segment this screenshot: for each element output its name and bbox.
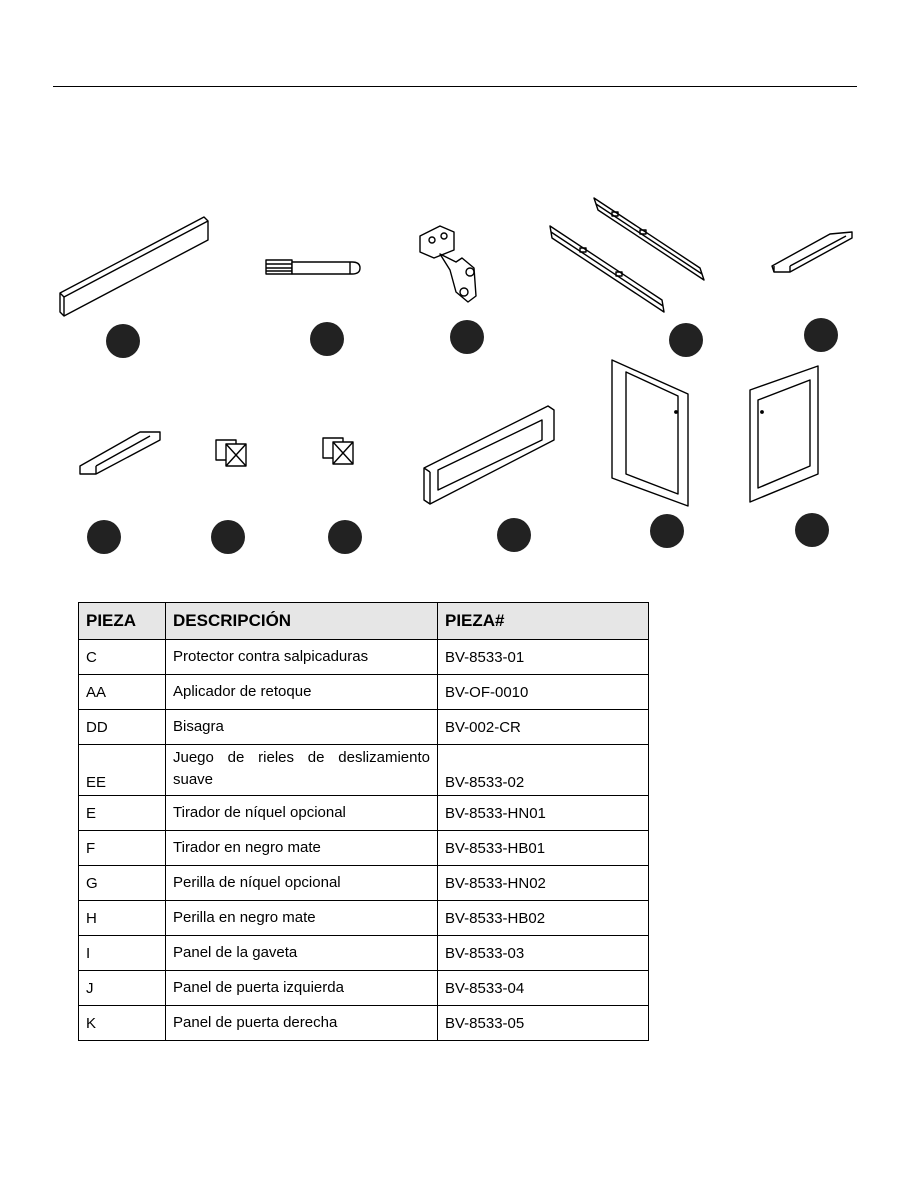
left-door-panel-icon — [611, 359, 689, 507]
cell-code: G — [78, 865, 166, 901]
table-row: K Panel de puerta derecha BV-8533-05 — [78, 1005, 649, 1041]
slide-rails-icon — [549, 197, 705, 313]
header-rule — [53, 86, 857, 87]
cell-description: Tirador en negro mate — [165, 830, 438, 866]
cell-description: Perilla en negro mate — [165, 900, 438, 936]
cell-description: Panel de la gaveta — [165, 935, 438, 971]
cell-part-number: BV-8533-HB02 — [437, 900, 649, 936]
parts-illustrations — [59, 197, 853, 554]
marker-g — [211, 520, 245, 554]
cell-part-number: BV-8533-HB01 — [437, 830, 649, 866]
cell-code: AA — [78, 674, 166, 710]
cell-code: H — [78, 900, 166, 936]
hinge-icon — [419, 225, 477, 303]
drawer-panel-icon — [423, 405, 555, 505]
marker-e — [804, 318, 838, 352]
table-row: H Perilla en negro mate BV-8533-HB02 — [78, 900, 649, 936]
nickel-pull-icon — [771, 231, 853, 273]
table-row: G Perilla de níquel opcional BV-8533-HN0… — [78, 865, 649, 901]
cell-part-number: BV-8533-02 — [437, 744, 649, 796]
backsplash-icon — [59, 216, 209, 317]
column-header-description: DESCRIPCIÓN — [165, 602, 438, 640]
cell-description: Bisagra — [165, 709, 438, 745]
cell-part-number: BV-8533-04 — [437, 970, 649, 1006]
cell-part-number: BV-8533-03 — [437, 935, 649, 971]
table-row: J Panel de puerta izquierda BV-8533-04 — [78, 970, 649, 1006]
right-door-panel-icon — [749, 365, 819, 503]
table-row: EE Juego de rieles de deslizamiento suav… — [78, 744, 649, 796]
cell-part-number: BV-8533-01 — [437, 639, 649, 675]
black-knob-icon — [322, 437, 354, 465]
black-pull-icon — [79, 431, 161, 475]
table-row: F Tirador en negro mate BV-8533-HB01 — [78, 830, 649, 866]
touch-up-applicator-icon — [265, 259, 361, 275]
marker-k — [795, 513, 829, 547]
cell-part-number: BV-002-CR — [437, 709, 649, 745]
cell-code: K — [78, 1005, 166, 1041]
table-row: E Tirador de níquel opcional BV-8533-HN0… — [78, 795, 649, 831]
table-header-row: PIEZA DESCRIPCIÓN PIEZA# — [78, 602, 649, 640]
marker-i — [497, 518, 531, 552]
cell-description: Panel de puerta derecha — [165, 1005, 438, 1041]
cell-code: I — [78, 935, 166, 971]
cell-description: Panel de puerta izquierda — [165, 970, 438, 1006]
table-row: I Panel de la gaveta BV-8533-03 — [78, 935, 649, 971]
cell-part-number: BV-8533-HN02 — [437, 865, 649, 901]
marker-h — [328, 520, 362, 554]
cell-description: Perilla de níquel opcional — [165, 865, 438, 901]
column-header-part-number: PIEZA# — [437, 602, 649, 640]
cell-code: C — [78, 639, 166, 675]
cell-part-number: BV-8533-05 — [437, 1005, 649, 1041]
cell-code: DD — [78, 709, 166, 745]
cell-description: Juego de rieles de deslizamiento suave — [165, 744, 438, 796]
cell-description: Aplicador de retoque — [165, 674, 438, 710]
marker-dd — [450, 320, 484, 354]
marker-f — [87, 520, 121, 554]
cell-part-number: BV-8533-HN01 — [437, 795, 649, 831]
marker-ee — [669, 323, 703, 357]
cell-code: J — [78, 970, 166, 1006]
table-row: C Protector contra salpicaduras BV-8533-… — [78, 639, 649, 675]
table-row: DD Bisagra BV-002-CR — [78, 709, 649, 745]
marker-j — [650, 514, 684, 548]
nickel-knob-icon — [215, 439, 247, 467]
marker-c — [106, 324, 140, 358]
parts-table: PIEZA DESCRIPCIÓN PIEZA# C Protector con… — [78, 602, 649, 1041]
cell-description: Tirador de níquel opcional — [165, 795, 438, 831]
cell-code: E — [78, 795, 166, 831]
marker-aa — [310, 322, 344, 356]
table-row: AA Aplicador de retoque BV-OF-0010 — [78, 674, 649, 710]
column-header-part: PIEZA — [78, 602, 166, 640]
cell-description: Protector contra salpicaduras — [165, 639, 438, 675]
cell-code: EE — [78, 744, 166, 796]
cell-part-number: BV-OF-0010 — [437, 674, 649, 710]
cell-code: F — [78, 830, 166, 866]
